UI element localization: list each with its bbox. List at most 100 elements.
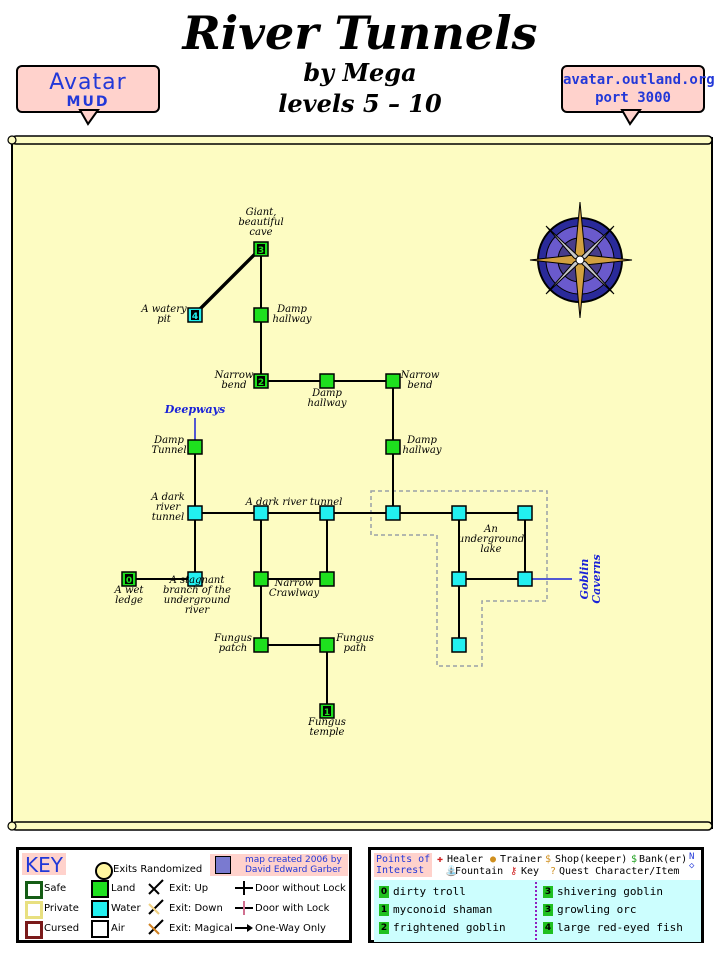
- room-water[interactable]: [451, 637, 467, 653]
- exit-goblin-caverns[interactable]: Goblin Caverns: [578, 554, 603, 603]
- room-label: A dark river tunnel: [245, 497, 343, 508]
- bank-icon: $: [631, 854, 638, 865]
- land-swatch: [91, 880, 109, 898]
- scroll-bottom-roll: [11, 821, 713, 831]
- poi-column-divider: [535, 882, 539, 940]
- room-label: Fungus: [307, 717, 346, 728]
- room-label: cave: [249, 227, 272, 238]
- key-exit-down: Exit: Down: [169, 903, 223, 914]
- room-badge-bg: [257, 376, 265, 386]
- room-label: tunnel: [152, 512, 184, 523]
- room-water[interactable]: [517, 571, 533, 587]
- map-author: by Mega: [303, 58, 417, 87]
- poi-fountain: Fountain: [455, 866, 504, 877]
- points-of-interest-panel: Points of Interest ✚ Healer ● Trainer $ …: [368, 847, 704, 943]
- trainer-icon: ●: [490, 854, 497, 865]
- room-label: Damp: [276, 304, 307, 315]
- server-bubble-tail: [620, 109, 642, 126]
- room-water[interactable]: [451, 571, 467, 587]
- room-land[interactable]: [319, 571, 335, 587]
- key-safe: Safe: [44, 883, 67, 894]
- poi-number-badge: 4: [543, 922, 553, 934]
- exit-goblin-caverns-line1: Goblin: [578, 559, 591, 600]
- room-land[interactable]: [319, 637, 335, 653]
- credit-line1: map created 2006 by: [245, 855, 342, 865]
- room-water[interactable]: [187, 571, 203, 587]
- room-land[interactable]: [385, 373, 401, 389]
- exit-icons: [148, 879, 164, 935]
- poi-list-bg: [374, 880, 701, 942]
- room-label: Damp: [153, 435, 184, 446]
- poi-number-badge: 1: [379, 904, 389, 916]
- exits-randomized-icon: [95, 862, 113, 880]
- logo-bubble-tail: [78, 109, 100, 126]
- scroll-top-roll: [11, 135, 713, 145]
- poi-number-badge: 0: [379, 886, 389, 898]
- room-water[interactable]: [319, 505, 335, 521]
- room-label: Tunnel: [151, 445, 186, 456]
- room-badge-bg: [191, 310, 199, 320]
- room-land[interactable]: [253, 571, 269, 587]
- room-badge-number: 2: [258, 378, 264, 388]
- poi-item-text: frightened goblin: [393, 921, 506, 934]
- exit-magical-icon: [148, 919, 164, 935]
- exit-goblin-caverns-line2: Caverns: [590, 554, 603, 603]
- room-badge-number: 1: [324, 708, 330, 718]
- room-land[interactable]: [253, 307, 269, 323]
- cursed-swatch: [25, 921, 43, 939]
- key-exits-randomized: Exits Randomized: [113, 864, 203, 875]
- map-levels: levels 5 – 10: [278, 89, 442, 118]
- room-label: Narrow: [214, 370, 254, 381]
- key-icon: ⚷: [510, 866, 518, 877]
- room-label: temple: [310, 727, 345, 738]
- room-land[interactable]: [253, 637, 269, 653]
- room-label: river: [156, 502, 182, 513]
- poi-title-line2: Interest: [376, 865, 425, 876]
- room-water[interactable]: [451, 505, 467, 521]
- key-exit-up: Exit: Up: [169, 883, 209, 894]
- room-water[interactable]: [187, 505, 203, 521]
- exit-deepways[interactable]: Deepways: [164, 403, 225, 416]
- room-land[interactable]: [385, 439, 401, 455]
- server-port: port 3000: [595, 90, 671, 106]
- room-land[interactable]: [187, 439, 203, 455]
- poi-title-bg: [374, 853, 432, 877]
- room-water[interactable]: [517, 505, 533, 521]
- map-key-panel: KEY Exits Randomized map created 2006 by…: [16, 847, 352, 943]
- scroll-curl: [7, 135, 17, 145]
- room-badge-number: 0: [126, 576, 132, 586]
- room-badge-bg: [257, 244, 265, 254]
- exit-up-icon-part: [148, 883, 160, 895]
- shop-icon: $: [545, 854, 552, 865]
- room-badge-number: 4: [192, 312, 198, 322]
- poi-shop: Shop(keeper): [555, 854, 628, 865]
- healer-icon: ✚: [437, 854, 444, 865]
- room-label: hallway: [273, 314, 312, 325]
- room-label: Narrow: [274, 578, 314, 589]
- key-title: KEY: [25, 853, 63, 877]
- key-door-with-lock: Door with Lock: [255, 903, 330, 914]
- room-land[interactable]: [319, 373, 335, 389]
- server-host: avatar.outland.org: [563, 72, 715, 88]
- room-label: hallway: [308, 398, 347, 409]
- compass-rose-icon: [529, 201, 633, 319]
- poi-number-badge: 3: [543, 904, 553, 916]
- room-label: A watery: [140, 304, 187, 315]
- room-label: underground: [458, 534, 524, 545]
- room-water[interactable]: [385, 505, 401, 521]
- map-title: River Tunnels: [182, 6, 538, 60]
- room-label: A wet: [114, 585, 145, 596]
- poi-item-text: shivering goblin: [557, 885, 663, 898]
- fountain-icon: ⛲: [445, 866, 458, 877]
- compass-north-icon: N◇: [689, 852, 695, 871]
- credit-line2: David Edward Garber: [245, 865, 342, 875]
- poi-healer: Healer: [447, 854, 484, 865]
- key-one-way-only: One-Way Only: [255, 923, 326, 934]
- room-label: branch of the: [163, 585, 231, 596]
- room-label: A stagnant: [169, 575, 226, 586]
- water-swatch: [91, 900, 109, 918]
- room-water[interactable]: [253, 505, 269, 521]
- key-air: Air: [111, 923, 125, 934]
- credit-bg: [210, 854, 348, 876]
